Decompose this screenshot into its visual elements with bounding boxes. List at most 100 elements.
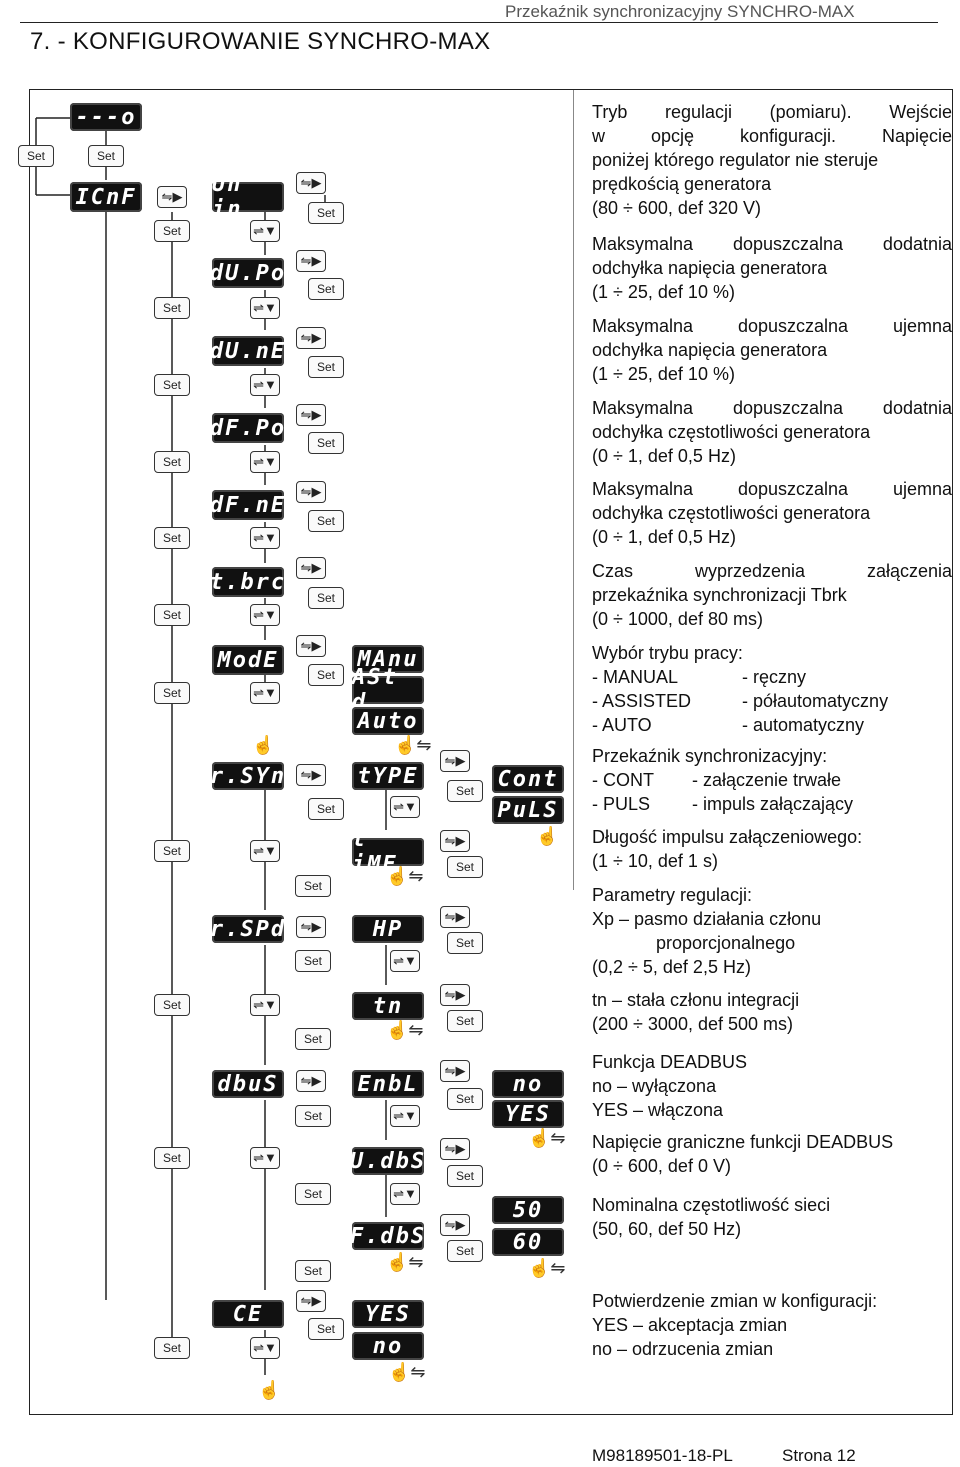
down-button[interactable]: ⇌▼ [390,1105,420,1127]
down-button[interactable]: ⇌▼ [250,527,280,549]
set-button[interactable]: Set [308,664,344,686]
confirm-hand-icon[interactable]: ☝⇋ [386,1020,424,1040]
display-rsyn: r.SYn [209,762,287,790]
next-button[interactable]: ⇋▶ [296,1070,326,1092]
desc-mode: Wybór trybu pracy: - MANUAL- ręczny - AS… [592,641,952,737]
set-button[interactable]: Set [308,356,344,378]
confirm-hand-icon[interactable]: ☝⇋ [388,1362,426,1382]
set-button[interactable]: Set [447,1165,483,1187]
next-button[interactable]: ⇋▶ [296,172,326,194]
next-button[interactable]: ⇋▶ [296,916,326,938]
next-button[interactable]: ⇋▶ [440,984,470,1006]
next-button[interactable]: ⇋▶ [440,906,470,928]
display-dfpo: dF.Po [210,413,284,443]
set-button[interactable]: Set [308,798,344,820]
down-button[interactable]: ⇌▼ [250,604,280,626]
set-button[interactable]: Set [154,1337,190,1359]
set-button[interactable]: Set [154,451,190,473]
next-button[interactable]: ⇋▶ [440,1138,470,1160]
down-button[interactable]: ⇌▼ [250,682,280,704]
down-button[interactable]: ⇌▼ [390,950,420,972]
next-button[interactable]: ⇋▶ [296,557,326,579]
next-button[interactable]: ⇋▶ [157,186,187,208]
confirm-hand-icon[interactable]: ☝⇋ [528,1258,566,1278]
set-button[interactable]: Set [447,932,483,954]
set-button[interactable]: Set [154,994,190,1016]
set-button[interactable]: Set [447,780,483,802]
next-button[interactable]: ⇋▶ [440,830,470,852]
set-button[interactable]: Set [88,145,124,167]
next-button[interactable]: ⇋▶ [296,1290,326,1312]
set-button[interactable]: Set [308,1318,344,1340]
down-button[interactable]: ⇌▼ [250,1147,280,1169]
desc-time: Długość impulsu załączeniowego: (1 ÷ 10,… [592,825,952,873]
set-button[interactable]: Set [447,1240,483,1262]
next-button[interactable]: ⇋▶ [296,250,326,272]
down-button[interactable]: ⇌▼ [250,374,280,396]
next-button[interactable]: ⇋▶ [296,635,326,657]
down-button[interactable]: ⇌▼ [250,994,280,1016]
next-button[interactable]: ⇋▶ [440,1060,470,1082]
display-hp: HP [352,915,424,943]
desc-tn: tn – stała członu integracji (200 ÷ 3000… [592,988,952,1036]
next-button[interactable]: ⇋▶ [440,1214,470,1236]
display-auto: Auto [352,707,424,735]
desc-line: (1 ÷ 25, def 10 %) [592,282,735,302]
set-button[interactable]: Set [295,1183,331,1205]
set-button[interactable]: Set [154,604,190,626]
confirm-hand-icon[interactable]: ☝ [252,735,275,755]
set-button[interactable]: Set [154,1147,190,1169]
display-yes: YES [492,1100,564,1128]
desc-line: w opcję konfiguracji. Napięcie [592,126,952,146]
down-button[interactable]: ⇌▼ [250,297,280,319]
next-button[interactable]: ⇋▶ [296,481,326,503]
set-button[interactable]: Set [308,278,344,300]
set-button[interactable]: Set [295,1105,331,1127]
down-button[interactable]: ⇌▼ [250,220,280,242]
confirm-hand-icon[interactable]: ☝⇋ [386,866,424,886]
desc-line: Maksymalna dopuszczalna ujemna [592,479,952,499]
confirm-hand-icon[interactable]: ☝ [258,1380,281,1400]
confirm-hand-icon[interactable]: ☝⇋ [394,735,432,755]
desc-dune: Maksymalna dopuszczalna ujemna odchyłka … [592,314,952,386]
next-button[interactable]: ⇋▶ [440,750,470,772]
set-button[interactable]: Set [154,527,190,549]
set-button[interactable]: Set [295,950,331,972]
set-button[interactable]: Set [154,220,190,242]
set-button[interactable]: Set [154,682,190,704]
set-button[interactable]: Set [308,432,344,454]
confirm-hand-icon[interactable]: ☝⇋ [386,1252,424,1272]
confirm-hand-icon[interactable]: ☝⇋ [528,1128,566,1148]
set-button[interactable]: Set [295,1260,331,1282]
down-button[interactable]: ⇌▼ [250,840,280,862]
set-button[interactable]: Set [447,1010,483,1032]
desc-item: - MANUAL [592,667,679,687]
set-button[interactable]: Set [447,1088,483,1110]
display-type: tYPE [352,762,424,790]
next-button[interactable]: ⇋▶ [296,404,326,426]
next-button[interactable]: ⇋▶ [296,764,326,786]
desc-line: Wybór trybu pracy: [592,643,743,663]
display-ce-no: no [352,1332,424,1360]
set-button[interactable]: Set [295,1028,331,1050]
desc-line: Czas wyprzedzenia załączenia [592,561,952,581]
next-button[interactable]: ⇋▶ [296,327,326,349]
set-button[interactable]: Set [308,202,344,224]
down-button[interactable]: ⇌▼ [250,1337,280,1359]
set-button[interactable]: Set [154,297,190,319]
desc-line: Maksymalna dopuszczalna ujemna [592,316,952,336]
set-button[interactable]: Set [308,510,344,532]
set-button[interactable]: Set [154,840,190,862]
down-button[interactable]: ⇌▼ [250,451,280,473]
down-button[interactable]: ⇌▼ [390,796,420,818]
down-button[interactable]: ⇌▼ [390,1183,420,1205]
display-tbrc: t.brc [210,567,284,597]
set-button[interactable]: Set [447,856,483,878]
desc-dfne: Maksymalna dopuszczalna ujemna odchyłka … [592,477,952,549]
confirm-hand-icon[interactable]: ☝ [536,826,559,846]
desc-line: Potwierdzenie zmian w konfiguracji: [592,1291,878,1311]
set-button[interactable]: Set [308,587,344,609]
set-button[interactable]: Set [18,145,54,167]
set-button[interactable]: Set [295,875,331,897]
set-button[interactable]: Set [154,374,190,396]
